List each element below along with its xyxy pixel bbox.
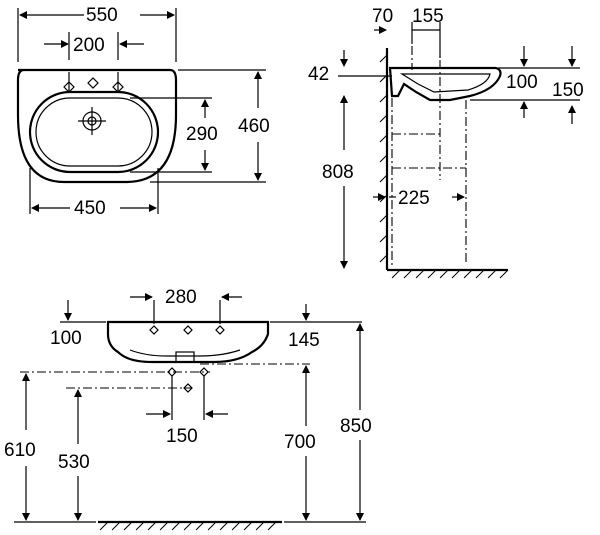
bowl-outline	[28, 90, 160, 174]
dim-overflow-drop: 145	[288, 330, 320, 351]
dim-rim-thickness: 100	[50, 328, 82, 349]
dim-supply-spacing: 150	[166, 426, 198, 447]
fixing-hole-icons	[149, 300, 225, 335]
dim-tap-hole-spacing: 200	[73, 35, 105, 56]
supply-point-icons	[20, 367, 210, 420]
dim-bowl-depth: 290	[186, 124, 218, 145]
dim-tap-to-waste: 155	[412, 6, 444, 27]
dim-waste-height: 700	[284, 432, 316, 453]
dim-supply-height-high: 610	[4, 440, 36, 461]
basin-outline-top	[16, 68, 178, 184]
dim-trap-offset: 225	[398, 188, 430, 209]
dim-rim-offset: 42	[308, 64, 329, 85]
side-view: 70 155 42 100 150 808 225	[308, 6, 584, 279]
drain-icon	[78, 107, 106, 135]
dim-fixing-spacing: 280	[165, 287, 197, 308]
basin-profile-side	[388, 66, 502, 102]
dim-rim-height-total: 850	[340, 416, 372, 437]
dim-supply-height-low: 530	[58, 452, 90, 473]
dim-bowl-width: 450	[74, 198, 106, 219]
front-view: 280 100 145 150	[4, 287, 372, 531]
dim-floor-to-rim: 808	[322, 162, 354, 183]
dim-wall-to-tap: 70	[372, 6, 393, 27]
top-view: 550 200 450 290 460	[16, 5, 270, 219]
dim-rim-height: 100	[506, 72, 538, 93]
dim-overall-width: 550	[86, 5, 118, 26]
floor-hatch-side	[391, 269, 509, 279]
basin-outline-front	[106, 320, 270, 364]
dim-overall-depth: 460	[238, 116, 270, 137]
tap-hole-icons	[63, 72, 124, 93]
dim-basin-height: 150	[552, 80, 584, 101]
floor-hatch-front	[99, 521, 277, 531]
